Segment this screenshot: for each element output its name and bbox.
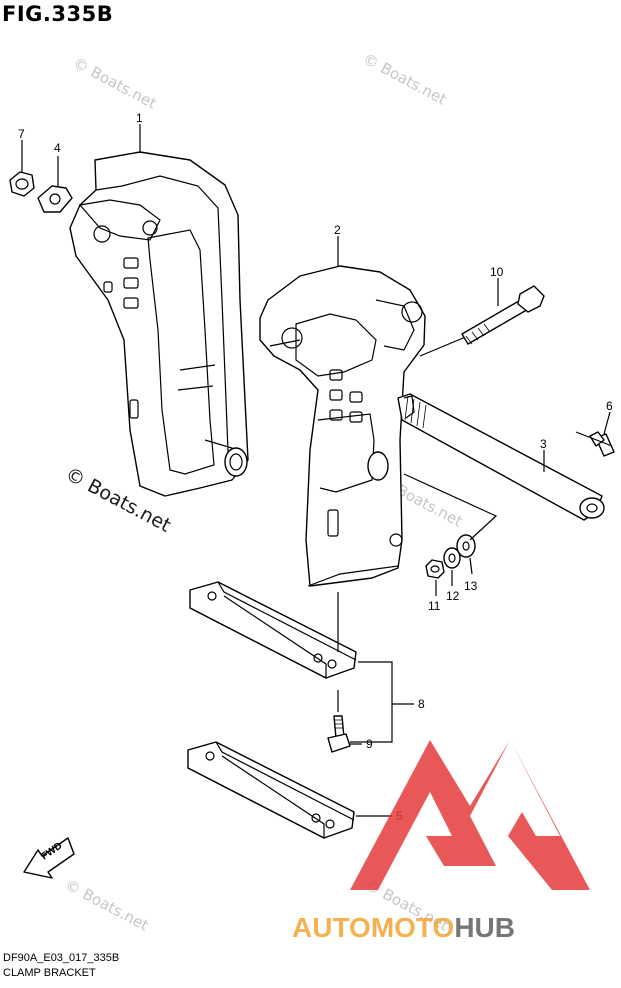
logo-triangle-mark <box>350 740 590 890</box>
leader-lines <box>21 124 611 817</box>
model-code: DF90A_E03_017_335B <box>3 952 120 964</box>
logo-hub-text: HUB <box>454 912 515 943</box>
automotohub-logo: AUTOMOTOHUB <box>292 740 590 943</box>
callout-10: 10 <box>490 265 504 279</box>
spacer-upper-part-8 <box>189 581 357 679</box>
bolt-part-10 <box>461 285 545 345</box>
spacer-lower-part-5 <box>187 741 355 839</box>
fwd-direction-arrow: FWD <box>23 837 75 879</box>
callout-3: 3 <box>540 437 547 451</box>
callout-4: 4 <box>54 141 61 155</box>
svg-text:AUTOMOTOHUB: AUTOMOTOHUB <box>292 912 515 943</box>
callout-1: 1 <box>136 111 143 125</box>
washer-part-12 <box>443 547 461 569</box>
callout-12: 12 <box>446 589 460 603</box>
logo-moto-text: MOTO <box>371 912 454 943</box>
watermark-top-right: © Boats.net <box>360 50 449 109</box>
callout-6: 6 <box>606 399 613 413</box>
clamp-bracket-left-part-1 <box>69 151 249 497</box>
callout-8: 8 <box>418 697 425 711</box>
washer-part-13 <box>456 534 476 558</box>
section-name: CLAMP BRACKET <box>3 967 96 979</box>
callout-9: 9 <box>366 737 373 751</box>
watermark-top-left: © Boats.net <box>70 54 159 113</box>
callout-2: 2 <box>334 223 341 237</box>
plate-part-4 <box>37 185 73 213</box>
bolt-part-9 <box>327 715 351 753</box>
watermark-bottom-left: © Boats.net <box>62 876 151 935</box>
logo-auto-text: AUTO <box>292 912 371 943</box>
nut-part-11 <box>425 559 445 579</box>
swivel-bracket-right-part-2 <box>259 265 426 587</box>
callout-13: 13 <box>464 579 478 593</box>
figure-title: FIG.335B <box>2 2 114 26</box>
tilt-tube-part-3 <box>269 335 605 521</box>
callout-11: 11 <box>428 599 441 613</box>
bolt-part-6 <box>575 431 615 457</box>
nut-part-7 <box>9 171 35 197</box>
leader-tube-washers <box>403 473 498 541</box>
callout-7: 7 <box>18 127 25 141</box>
